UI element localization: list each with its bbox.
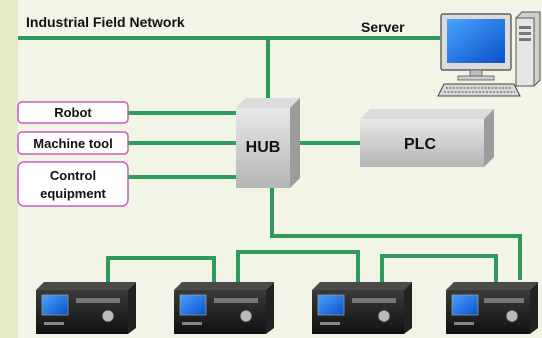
controller-unit-icon-1	[36, 282, 136, 334]
unit-link-1-2	[106, 256, 216, 282]
network-links	[18, 36, 522, 282]
plc-box: PLC	[360, 109, 494, 167]
hub-downlink-line	[270, 188, 522, 280]
device-control-equipment: Control equipment	[17, 161, 129, 207]
device-robot: Robot	[17, 101, 129, 124]
hub-label: HUB	[246, 139, 281, 156]
device-machine-tool: Machine tool	[17, 131, 129, 155]
hub-box: HUB	[236, 98, 300, 188]
controller-unit-icon-2	[174, 282, 274, 334]
unit-link-2-3	[236, 250, 360, 282]
server-label: Server	[361, 19, 405, 35]
device-machine-tool-label: Machine tool	[33, 136, 112, 151]
diagram-title: Industrial Field Network	[26, 14, 185, 30]
device-control-equipment-label-line1: Control	[50, 168, 96, 183]
controller-unit-icon-4	[446, 282, 538, 334]
unit-link-3-4	[380, 254, 498, 282]
computer-icon	[437, 11, 541, 97]
device-robot-label: Robot	[54, 105, 92, 120]
device-control-equipment-label-line2: equipment	[40, 186, 106, 201]
controller-unit-icon-3	[312, 282, 412, 334]
plc-label: PLC	[404, 136, 436, 153]
